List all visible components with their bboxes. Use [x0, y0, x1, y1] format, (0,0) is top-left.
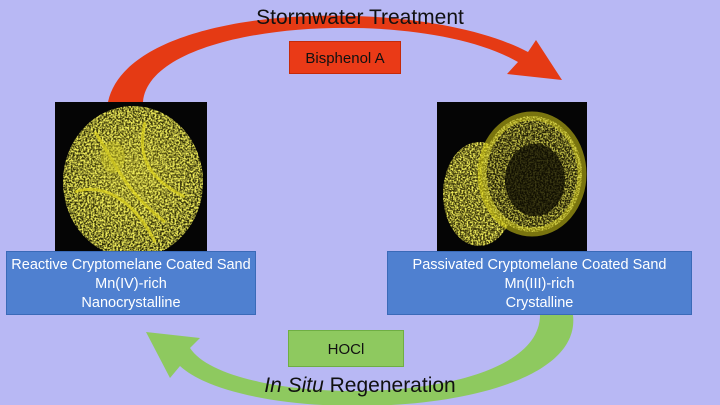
reactive-sand-name: Reactive Cryptomelane Coated Sand	[11, 257, 251, 273]
regeneration-title-italic: In Situ	[264, 374, 324, 397]
passivated-sand-name: Passivated Cryptomelane Coated Sand	[412, 257, 667, 273]
regeneration-arrow	[146, 315, 574, 405]
right-micrograph	[437, 102, 587, 252]
treatment-arrow	[108, 15, 562, 102]
passivated-sand-label: Passivated Cryptomelane Coated Sand Mn(I…	[387, 251, 692, 315]
reactive-sand-crystallinity: Nanocrystalline	[81, 295, 181, 311]
right-micrograph-art	[443, 111, 587, 246]
passivated-sand-crystallinity: Crystalline	[505, 295, 574, 311]
regeneration-title-rest: Regeneration	[323, 374, 456, 397]
regeneration-title: In Situ Regeneration	[180, 374, 540, 398]
bisphenol-tag: Bisphenol A	[289, 41, 401, 74]
left-micrograph-art	[63, 106, 203, 252]
reactive-sand-oxidation: Mn(IV)-rich	[95, 276, 167, 292]
passivated-sand-oxidation: Mn(III)-rich	[504, 276, 575, 292]
left-micrograph	[55, 102, 207, 252]
treatment-title: Stormwater Treatment	[256, 6, 464, 29]
hocl-tag: HOCl	[288, 330, 404, 367]
reactive-sand-label: Reactive Cryptomelane Coated Sand Mn(IV)…	[6, 251, 256, 315]
